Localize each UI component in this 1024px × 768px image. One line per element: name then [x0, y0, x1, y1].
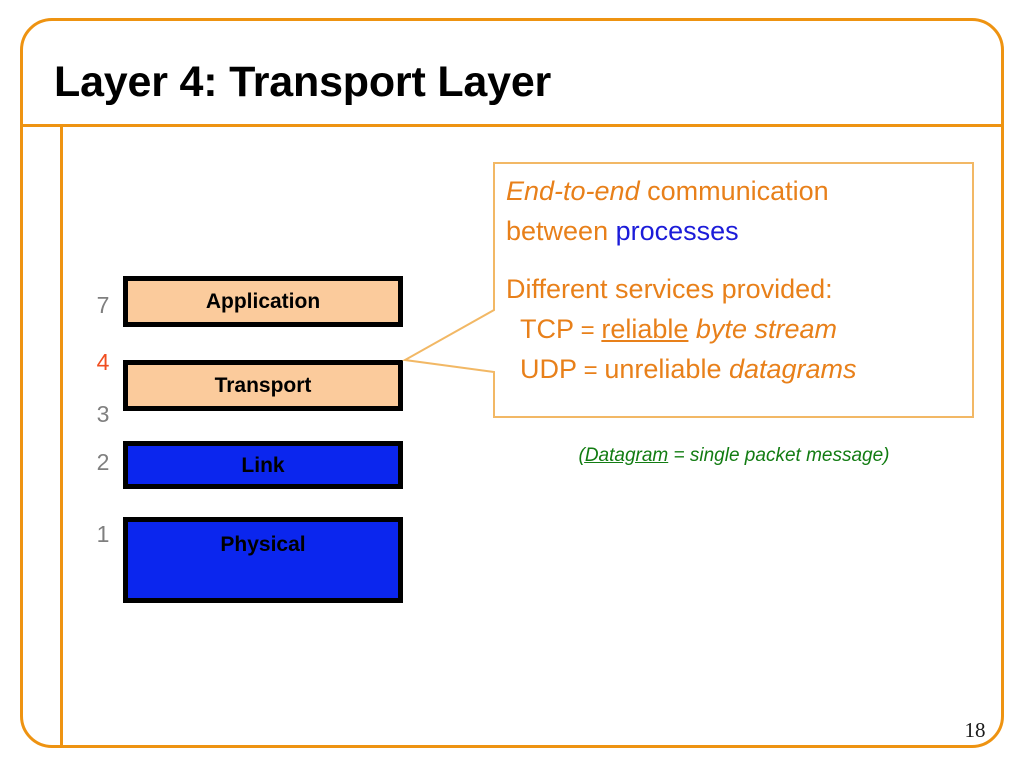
callout-line1-rest: communication — [639, 176, 829, 206]
callout-services-heading: Different services provided: — [506, 274, 833, 305]
layer-box-application-label: Application — [205, 290, 321, 313]
callout-udp-unreliable: unreliable — [604, 353, 729, 384]
layer-box-physical[interactable]: Physical — [123, 517, 403, 603]
datagram-footnote-definition: = single packet message) — [668, 445, 890, 466]
callout-emphasis-end-to-end: End-to-end — [506, 176, 640, 206]
layer-box-application[interactable]: Application — [123, 276, 403, 327]
callout-tcp-equals: = — [574, 317, 602, 345]
callout-udp-equals: = — [577, 356, 605, 384]
layer-box-link-label: Link — [241, 453, 285, 477]
callout-udp-name: UDP — [520, 353, 578, 384]
layer-box-transport-label: Transport — [214, 374, 312, 397]
callout-tcp-name: TCP — [520, 314, 574, 345]
layer-number-1: 1 — [96, 521, 110, 547]
callout-text-block: End-to-end communication between process… — [506, 172, 976, 389]
page-title: Layer 4: Transport Layer — [54, 58, 552, 106]
callout-tcp-byte-stream: byte stream — [688, 314, 837, 345]
layer-number-7: 7 — [96, 292, 110, 318]
datagram-footnote-term: Datagram — [584, 445, 669, 466]
layer-number-3: 3 — [96, 401, 110, 427]
layer-number-4: 4 — [96, 349, 110, 375]
callout-spacer — [506, 251, 976, 270]
datagram-footnote-open-paren: ( — [578, 445, 585, 466]
callout-line2-start: between — [506, 215, 616, 246]
callout-highlight-processes: processes — [615, 215, 739, 246]
layer-box-transport[interactable]: Transport — [123, 360, 403, 411]
layer-number-2: 2 — [96, 449, 110, 475]
callout-udp-datagrams: datagrams — [728, 353, 857, 384]
page-number: 18 — [964, 718, 986, 742]
layer-box-physical-label: Physical — [220, 533, 306, 556]
layer-box-link[interactable]: Link — [123, 441, 403, 489]
slide-title-divider — [21, 124, 1003, 127]
datagram-footnote: (Datagram = single packet message) — [494, 445, 974, 467]
slide-frame-inner-vertical-rule — [60, 126, 63, 748]
callout-tcp-reliable: reliable — [601, 314, 689, 345]
